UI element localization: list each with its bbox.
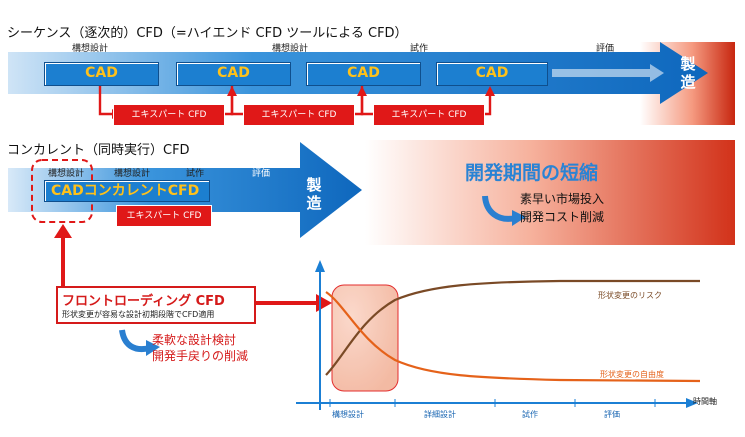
early-phase-area [331, 284, 399, 392]
sequence-title: シーケンス（逐次的）CFD（=ハイエンド CFD ツールによる CFD） [7, 26, 408, 41]
risk-curve [325, 279, 700, 376]
con-phase-3: 試作 [186, 169, 205, 179]
con-cad-cfd: CADコンカレントCFD [44, 180, 210, 202]
benefit-headline: 開発期間の短縮 [465, 162, 599, 184]
con-phase-4: 評価 [252, 169, 271, 179]
seq-expert-2: エキスパート CFD [243, 104, 355, 126]
graph-phase-4: 評価 [604, 410, 620, 419]
front-note-1: 柔軟な設計検討 [152, 333, 237, 347]
con-manufacture: 製造 [306, 176, 322, 212]
front-loading-title: フロントローディング CFD [62, 294, 225, 309]
seq-phase-2: 構想設計 [272, 44, 309, 54]
seq-phase-4: 評価 [596, 44, 615, 54]
front-loading-subtitle: 形状変更が容易な設計初期段階でCFD適用 [62, 310, 215, 319]
seq-phase-arrow [552, 64, 664, 82]
seq-cad-3: CAD [306, 62, 421, 86]
benefit-line-2: 開発コスト削減 [520, 210, 605, 224]
graph-phase-2: 詳細設計 [424, 410, 456, 419]
con-expert: エキスパート CFD [116, 205, 212, 227]
up-arrow [54, 224, 72, 238]
benefit-red-block [365, 140, 735, 245]
x-ticks [329, 399, 656, 407]
front-note-2: 開発手戻りの削減 [152, 349, 249, 363]
seq-expert-1: エキスパート CFD [113, 104, 225, 126]
graph-phase-3: 試作 [522, 410, 538, 419]
seq-cad-2: CAD [176, 62, 291, 86]
seq-cad-1: CAD [44, 62, 159, 86]
concurrent-title: コンカレント（同時実行）CFD [7, 143, 190, 158]
con-phase-2: 構想設計 [114, 169, 151, 179]
seq-expert-3: エキスパート CFD [373, 104, 485, 126]
con-phase-1: 構想設計 [48, 169, 85, 179]
seq-manufacture: 製造 [680, 55, 696, 91]
x-axis-label: 時間軸 [693, 397, 717, 406]
risk-curve-label: 形状変更のリスク [598, 291, 662, 300]
freedom-curve [325, 291, 701, 383]
highlight-dashed [31, 159, 93, 223]
seq-phase-3: 試作 [410, 44, 429, 54]
freedom-curve-label: 形状変更の自由度 [600, 370, 664, 379]
graph-phase-1: 構想設計 [332, 410, 364, 419]
front-loading-box: フロントローディング CFD 形状変更が容易な設計初期段階でCFD適用 [56, 286, 256, 324]
right-arrow [316, 294, 332, 312]
seq-phase-1: 構想設計 [72, 44, 109, 54]
benefit-line-1: 素早い市場投入 [520, 192, 605, 206]
seq-cad-4: CAD [436, 62, 548, 86]
